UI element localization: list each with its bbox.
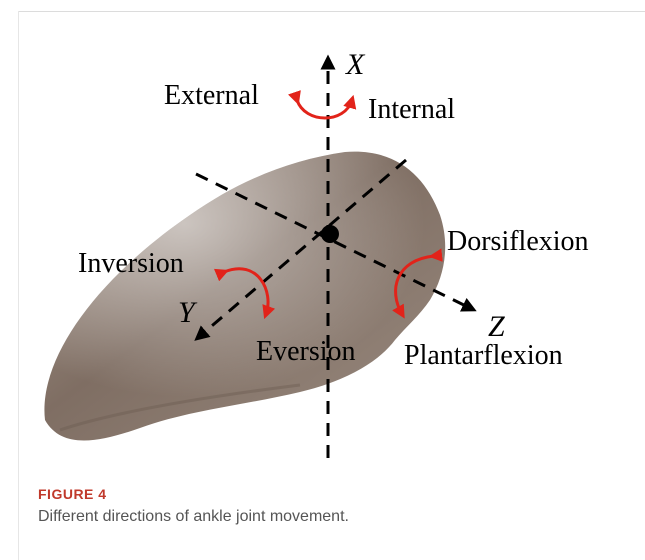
- dorsiflexion-label: Dorsiflexion: [447, 226, 589, 257]
- figure-number: FIGURE 4: [38, 486, 349, 502]
- z-axis-label: Z: [488, 310, 505, 343]
- external-internal-arrow: [297, 100, 352, 118]
- eversion-label: Eversion: [256, 336, 356, 367]
- plantarflexion-label: Plantarflexion: [404, 340, 563, 371]
- external-label: External: [164, 80, 259, 111]
- inversion-label: Inversion: [78, 248, 184, 279]
- figure-caption: FIGURE 4 Different directions of ankle j…: [38, 486, 349, 526]
- x-axis-label: X: [345, 48, 366, 81]
- joint-center-point: [321, 225, 339, 243]
- internal-label: Internal: [368, 94, 455, 125]
- figure-caption-text: Different directions of ankle joint move…: [38, 508, 349, 526]
- ankle-diagram: X Y Z External Internal Inversion Eversi…: [0, 0, 645, 480]
